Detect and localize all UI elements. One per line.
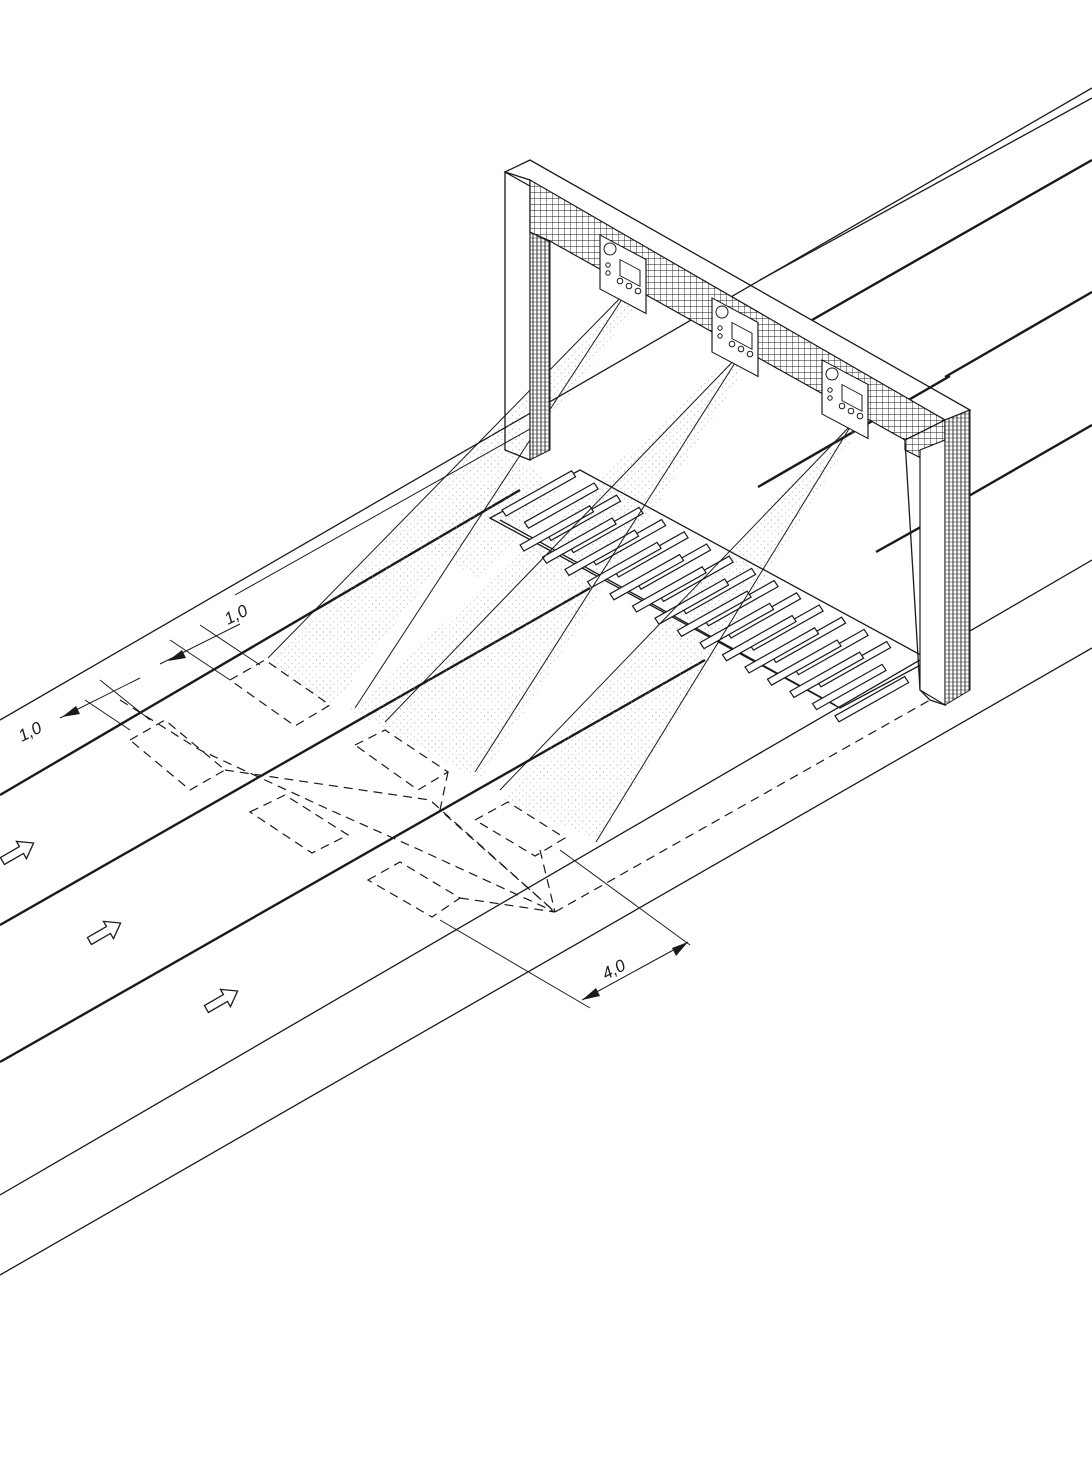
- dimension-arrow: [672, 942, 688, 956]
- stripe-group: [501, 470, 910, 723]
- zone-stripe: [501, 470, 577, 517]
- zone-stripe: [541, 517, 617, 564]
- zone-stripe: [766, 639, 842, 686]
- stripe-zone: [488, 469, 932, 723]
- zone-stripe: [789, 651, 865, 699]
- zone-stripe: [654, 578, 730, 625]
- zone-stripe: [811, 663, 887, 711]
- dimension-label-offset-b: 1,0: [221, 601, 251, 629]
- lane-line-far-4: [811, 158, 1092, 322]
- zone-stripe: [834, 675, 910, 723]
- zone-stripe: [586, 541, 662, 589]
- zone-stripe: [523, 482, 599, 529]
- road-edge-right-inner: [0, 559, 1092, 1196]
- gantry-camera-unit-icon: [599, 234, 647, 315]
- detection-zone-5: [473, 801, 567, 857]
- lane-line-far-5: [944, 290, 1092, 379]
- detection-zone-6: [366, 861, 462, 918]
- road-edge-far: [759, 97, 1092, 281]
- detection-zone-4: [248, 794, 350, 854]
- zone-stripe: [519, 505, 595, 552]
- dimension-arrow: [168, 650, 186, 661]
- traffic-direction-arrow-icon: [203, 988, 239, 1014]
- detection-zone-1: [228, 659, 332, 727]
- zone-stripe: [631, 566, 707, 613]
- zone-stripe: [721, 614, 797, 662]
- gantry-post-right: [904, 418, 946, 706]
- traffic-direction-arrow-icon: [0, 840, 35, 866]
- traffic-arrows: [0, 840, 239, 1014]
- lane-line-far-3: [966, 423, 1092, 499]
- road-surface: [0, 87, 1092, 1276]
- detection-zones: [119, 659, 931, 918]
- traffic-direction-arrow-icon: [86, 920, 122, 946]
- detection-zone-2: [128, 719, 227, 791]
- gantry-camera-unit-icon: [711, 297, 759, 378]
- dimension-arrow: [582, 988, 600, 1000]
- zone-stripe: [676, 590, 752, 638]
- zone-stripe: [564, 529, 640, 577]
- gantry: [503, 159, 972, 707]
- zone-stripe: [699, 602, 775, 650]
- dimension-label-distance: 4,0: [599, 955, 629, 983]
- sight-lines: [234, 289, 853, 843]
- dimension-arrow: [62, 706, 80, 717]
- zone-stripe: [744, 627, 820, 674]
- road-edge-right-outer: [0, 647, 1092, 1276]
- dimension-label-offset-a: 1,0: [15, 718, 45, 746]
- zone-stripe: [609, 553, 685, 601]
- gantry-camera-unit-icon: [821, 359, 869, 440]
